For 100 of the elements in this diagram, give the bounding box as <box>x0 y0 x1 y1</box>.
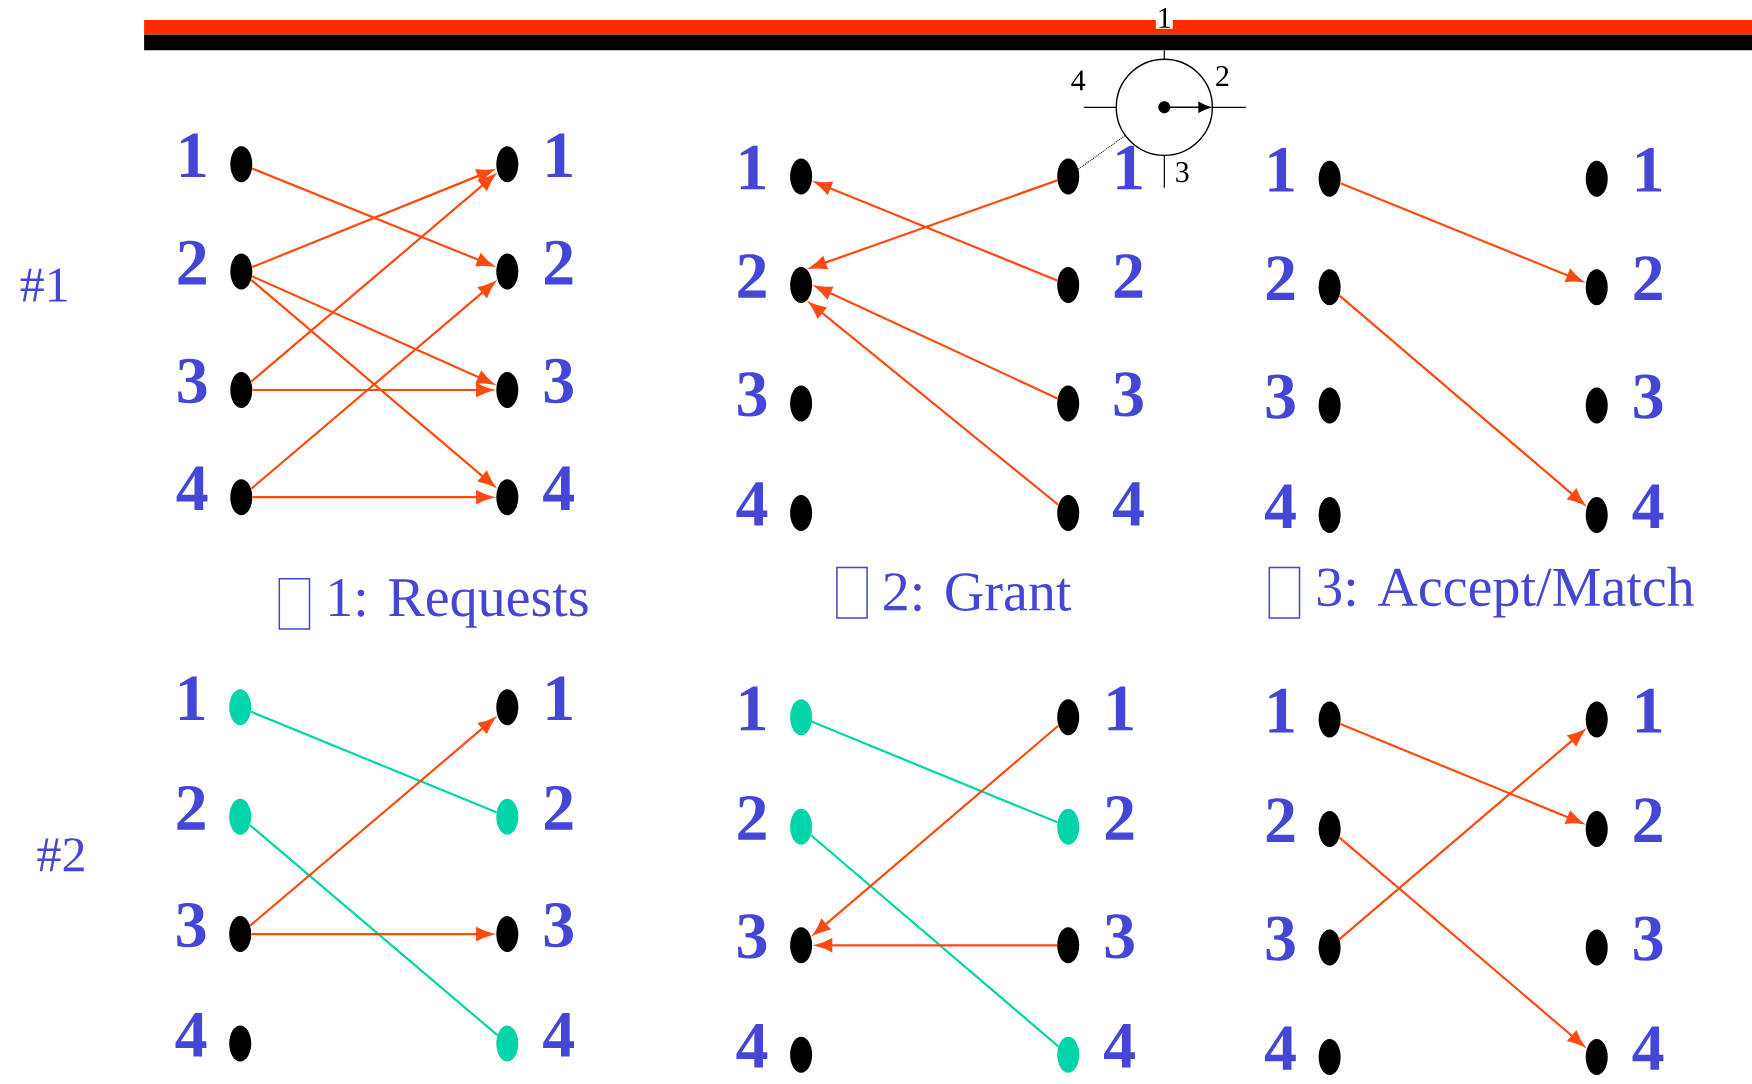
step-caption: 2: Grant <box>884 573 1072 612</box>
port-number: 2 <box>1114 254 1143 298</box>
leader-line <box>1077 135 1126 170</box>
port-dot <box>496 916 519 953</box>
arrow <box>1340 182 1583 283</box>
port-number: 3 <box>738 372 767 417</box>
port-number: 3 <box>544 903 573 948</box>
port-dot <box>1057 1036 1080 1073</box>
port-dot <box>790 494 813 531</box>
port-dot <box>790 385 813 422</box>
port-number: 4 <box>1264 484 1296 528</box>
port-number: 1 <box>1636 688 1662 733</box>
port-number: 4 <box>1104 1024 1135 1068</box>
port-number: 3 <box>1266 916 1295 961</box>
port-number: 4 <box>1264 1026 1296 1070</box>
port-dot <box>1585 387 1608 424</box>
port-dot <box>1318 387 1341 424</box>
port-dot <box>790 1036 813 1073</box>
port-number: 2 <box>545 240 573 285</box>
port-dot <box>1585 160 1608 197</box>
port-number: 1 <box>740 686 766 731</box>
port-dot <box>790 158 813 195</box>
connector-line <box>250 710 497 814</box>
port-number: 4 <box>175 1013 207 1057</box>
port-number: 4 <box>1632 1026 1664 1070</box>
port-dot <box>230 479 253 516</box>
port-dot <box>496 253 519 290</box>
port-dot <box>230 372 253 408</box>
port-dot <box>1318 497 1341 534</box>
port-dot <box>1057 808 1080 845</box>
port-dot <box>1585 929 1608 966</box>
port-dot <box>1318 160 1341 197</box>
port-dot <box>1585 269 1608 306</box>
port-number: 1 <box>1636 148 1662 192</box>
port-number: 3 <box>177 903 206 948</box>
port-number: 4 <box>543 1013 574 1057</box>
port-dot <box>790 927 813 964</box>
arrow <box>252 383 493 397</box>
arrow <box>815 181 1058 282</box>
port-number: 3 <box>544 358 573 404</box>
port-dot <box>230 146 253 183</box>
port-dot <box>1318 811 1341 848</box>
port-number: 3 <box>1114 372 1143 417</box>
port-number: 1 <box>547 133 572 178</box>
arrow <box>1338 836 1585 1047</box>
port-dot <box>1318 701 1341 738</box>
port-number: 4 <box>736 482 768 526</box>
port-number: 1 <box>547 676 572 721</box>
port-dot <box>229 689 252 726</box>
port-number: 2 <box>1105 796 1134 840</box>
port-dot <box>229 916 252 953</box>
row-label: #2 <box>37 838 84 872</box>
port-dot <box>1585 701 1608 738</box>
port-number: 1 <box>1269 688 1294 733</box>
port-dot <box>496 1025 519 1062</box>
port-number: 1 <box>1269 148 1294 192</box>
port-dot <box>1057 494 1080 531</box>
port-dot <box>1057 927 1080 964</box>
port-number: 2 <box>1266 798 1295 842</box>
port-dot <box>496 479 519 516</box>
pointer-number: 3 <box>1173 161 1191 184</box>
connector-line <box>811 720 1058 824</box>
step-caption: 1: Requests <box>330 578 588 628</box>
port-number: 2 <box>738 796 766 840</box>
arrow <box>249 717 496 927</box>
port-dot <box>496 372 519 408</box>
port-dot <box>1585 497 1608 534</box>
arrow <box>250 174 496 383</box>
port-dot <box>496 689 519 726</box>
arrow <box>251 275 494 385</box>
port-number: 3 <box>1634 374 1663 419</box>
port-dot <box>230 253 253 290</box>
arrow <box>815 938 1057 952</box>
port-number: 2 <box>177 785 205 830</box>
arrow <box>813 724 1059 935</box>
port-dot <box>1057 158 1080 195</box>
port-dot <box>1318 1039 1341 1075</box>
connector-line <box>810 834 1059 1048</box>
port-number: 1 <box>1108 686 1133 731</box>
port-number: 2 <box>738 254 766 298</box>
port-number: 2 <box>1634 256 1662 301</box>
arrow <box>815 285 1058 400</box>
port-dot <box>1057 699 1080 736</box>
arrow <box>251 927 493 941</box>
row-label: #1 <box>20 268 67 302</box>
port-dot <box>496 798 519 835</box>
port-dot <box>229 1025 252 1062</box>
arrow <box>252 490 493 504</box>
port-dot <box>790 699 813 736</box>
connector-line <box>249 824 499 1036</box>
port-number: 3 <box>738 914 767 959</box>
port-number: 3 <box>1266 374 1295 419</box>
port-dot <box>1318 929 1341 966</box>
step-caption: 3: Accept/Match <box>1317 566 1694 618</box>
port-number: 1 <box>181 133 206 178</box>
pointer-number: 1 <box>1155 7 1173 29</box>
arrow <box>809 302 1059 506</box>
port-number: 4 <box>736 1024 768 1068</box>
pointer-number: 2 <box>1213 65 1231 87</box>
port-number: 4 <box>1112 482 1144 526</box>
